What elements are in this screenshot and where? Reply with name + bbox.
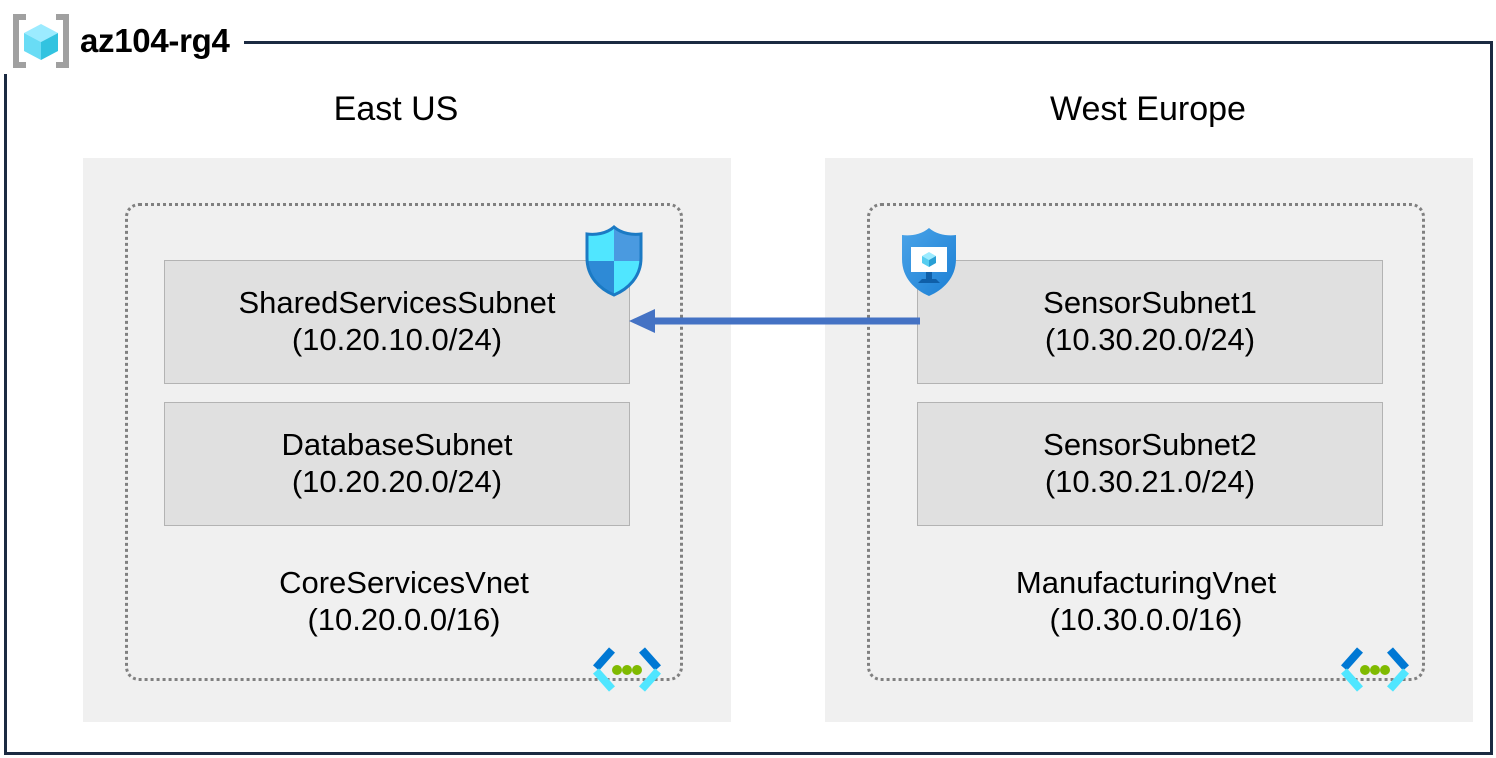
subnet-box-databasesubnet[interactable]: DatabaseSubnet (10.20.20.0/24) [164, 402, 630, 526]
subnet-box-sensorsubnet2[interactable]: SensorSubnet2 (10.30.21.0/24) [917, 402, 1383, 526]
virtual-network-icon [593, 647, 661, 692]
resource-group-cube-icon [13, 14, 69, 68]
defender-for-vm-shield-monitor-icon [902, 228, 956, 296]
vnet-cidr: (10.20.0.0/16) [307, 601, 501, 637]
vnet-caption-manufacturingvnet: ManufacturingVnet (10.30.0.0/16) [887, 565, 1405, 638]
subnet-name: DatabaseSubnet [281, 427, 513, 463]
network-security-group-shield-icon [585, 225, 643, 297]
vnet-name: ManufacturingVnet [1015, 565, 1277, 600]
subnet-cidr: (10.20.10.0/24) [291, 322, 503, 357]
subnet-cidr: (10.20.20.0/24) [291, 464, 503, 499]
virtual-network-icon [1341, 647, 1409, 692]
subnet-cidr: (10.30.21.0/24) [1044, 464, 1256, 499]
vnet-name: CoreServicesVnet [279, 565, 529, 600]
subnet-name: SensorSubnet2 [1043, 427, 1257, 463]
region-label-east-us: East US [333, 90, 459, 128]
resource-group-name: az104-rg4 [80, 22, 230, 59]
vnet-box-manufacturingvnet[interactable] [867, 203, 1425, 681]
resource-group-header[interactable]: az104-rg4 [10, 8, 244, 74]
resource-group-frame [4, 41, 1493, 755]
subnet-name: SensorSubnet1 [1043, 285, 1257, 321]
subnet-box-sensorsubnet1[interactable]: SensorSubnet1 (10.30.20.0/24) [917, 260, 1383, 384]
subnet-box-sharedservicessubnet[interactable]: SharedServicesSubnet (10.20.10.0/24) [164, 260, 630, 384]
region-label-west-europe: West Europe [1050, 90, 1246, 128]
vnet-box-coreservicesvnet[interactable] [125, 203, 683, 681]
vnet-caption-coreservicesvnet: CoreServicesVnet (10.20.0.0/16) [145, 565, 663, 638]
vnet-cidr: (10.30.0.0/16) [1049, 601, 1243, 637]
subnet-name: SharedServicesSubnet [238, 285, 556, 321]
subnet-cidr: (10.30.20.0/24) [1044, 322, 1256, 357]
